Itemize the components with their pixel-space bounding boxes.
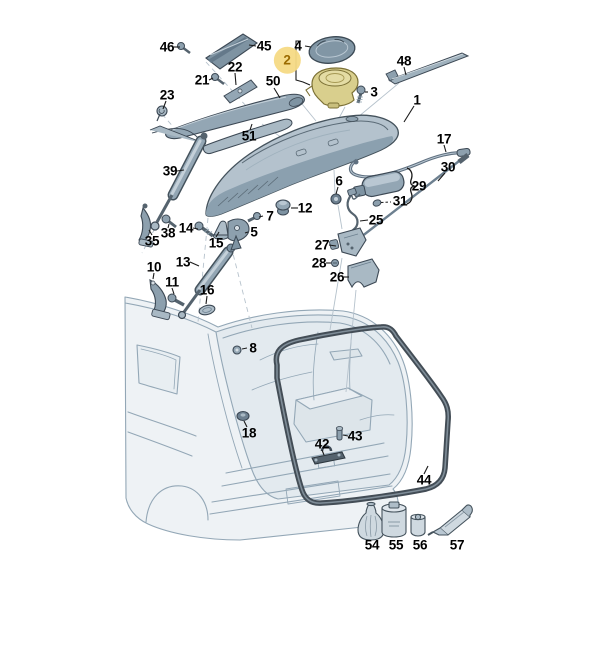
part-50-spoiler-strip: [165, 93, 305, 140]
part-12-buffer: [275, 199, 291, 216]
callout-6[interactable]: 6: [335, 173, 343, 189]
part-1-tailgate: [205, 114, 399, 217]
small-can-icon: [410, 513, 426, 537]
callout-35[interactable]: 35: [144, 233, 160, 249]
part-18-grommet: [236, 410, 250, 422]
part-14-bolt: [194, 221, 215, 238]
callout-4[interactable]: 4: [294, 38, 302, 54]
callout-12[interactable]: 12: [297, 200, 313, 216]
callout-31[interactable]: 31: [392, 193, 408, 209]
callout-29[interactable]: 29: [411, 178, 427, 194]
callout-13[interactable]: 13: [175, 254, 191, 270]
part-42-striker: [311, 445, 346, 465]
canister-icon: [381, 501, 407, 538]
part-51-lower-strip: [149, 118, 293, 154]
callout-17[interactable]: 17: [436, 131, 452, 147]
callout-2[interactable]: 2: [283, 52, 291, 68]
part-2-actuator-highlighted: [305, 67, 359, 109]
part-3-bolt: [356, 85, 366, 104]
part-16-pad: [198, 304, 216, 316]
callout-55[interactable]: 55: [388, 537, 404, 553]
part-27-latch: [329, 227, 367, 257]
callout-8[interactable]: 8: [249, 340, 257, 356]
part-43-screw: [335, 426, 344, 441]
part-26-lock-cover: [347, 258, 380, 289]
part-22-plate: [223, 79, 258, 104]
part-48-trim-strip: [385, 52, 470, 85]
part-13-gas-strut: [177, 243, 236, 320]
callout-16[interactable]: 16: [199, 282, 215, 298]
part-11-bolt: [167, 293, 185, 307]
callout-leader-lines: [148, 40, 447, 475]
callout-7[interactable]: 7: [266, 208, 274, 224]
part-45-spoiler-panel: [205, 33, 258, 70]
callout-39[interactable]: 39: [162, 163, 178, 179]
callout-10[interactable]: 10: [146, 259, 162, 275]
callout-45[interactable]: 45: [256, 38, 272, 54]
callout-11[interactable]: 11: [165, 274, 179, 290]
callout-14[interactable]: 14: [178, 220, 194, 236]
callout-42[interactable]: 42: [314, 436, 330, 452]
callout-48[interactable]: 48: [396, 53, 412, 69]
car-body-rear-view: [124, 296, 413, 541]
part-39-gas-strut: [150, 132, 208, 231]
callout-28[interactable]: 28: [311, 255, 327, 271]
part-46-screw: [177, 42, 191, 54]
part-21-screw: [211, 73, 225, 85]
callout-43[interactable]: 43: [347, 428, 363, 444]
adhesive-tube-icon: [427, 504, 473, 536]
callout-57[interactable]: 57: [449, 537, 465, 553]
part-23-clip: [156, 105, 168, 122]
callout-3[interactable]: 3: [370, 84, 378, 100]
callout-26[interactable]: 26: [329, 269, 345, 285]
callout-56[interactable]: 56: [412, 537, 428, 553]
callout-21[interactable]: 21: [194, 72, 210, 88]
part-5-hinge: [227, 218, 250, 251]
part-7-screw: [247, 212, 261, 223]
callout-23[interactable]: 23: [159, 87, 175, 103]
callout-1[interactable]: 1: [413, 92, 421, 108]
callout-50[interactable]: 50: [265, 73, 281, 89]
callout-38[interactable]: 38: [160, 225, 176, 241]
callout-44[interactable]: 44: [416, 472, 432, 488]
callout-22[interactable]: 22: [227, 59, 243, 75]
callout-30[interactable]: 30: [440, 159, 456, 175]
callout-54[interactable]: 54: [364, 537, 380, 553]
callout-51[interactable]: 51: [241, 128, 257, 144]
callout-15[interactable]: 15: [208, 235, 224, 251]
part-10-bracket: [149, 279, 171, 321]
callout-5[interactable]: 5: [250, 224, 258, 240]
part-28-bolt: [331, 259, 339, 267]
part-35-hinge-arm: [138, 203, 154, 248]
part-31-clip: [372, 199, 392, 207]
callout-27[interactable]: 27: [314, 237, 330, 253]
part-44-tailgate-seal: [273, 324, 451, 506]
callout-18[interactable]: 18: [241, 425, 257, 441]
consumables-group: [357, 501, 473, 541]
callout-25[interactable]: 25: [368, 212, 384, 228]
part-15-cone-bushing: [213, 220, 229, 240]
part-38-bolt: [161, 214, 177, 229]
part-29-lock-module: [351, 167, 417, 205]
part-4-dome-cap: [308, 36, 356, 64]
part-8-clip: [232, 345, 242, 355]
callout-46[interactable]: 46: [159, 39, 175, 55]
